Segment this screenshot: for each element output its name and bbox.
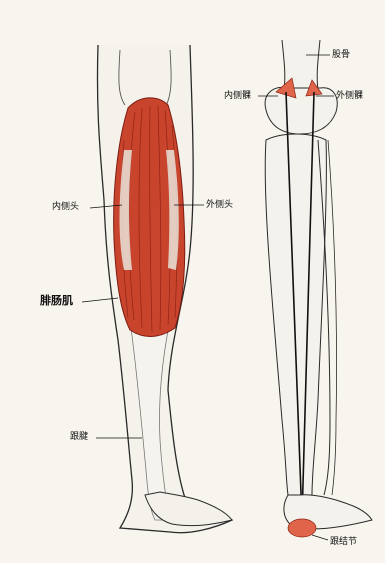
- leader-calcaneal-tuberosity: [312, 535, 328, 540]
- tibia: [265, 134, 326, 495]
- label-femur: 股骨: [332, 50, 350, 60]
- knee-joint: [265, 87, 337, 134]
- label-gastrocnemius: 腓肠肌: [40, 295, 73, 307]
- label-tendon: 跟腱: [70, 432, 88, 442]
- skeletal-leg-illustration: [258, 40, 372, 540]
- label-lateral-condyle: 外侧髁: [336, 91, 363, 101]
- label-medial-condyle: 内侧髁: [224, 91, 251, 101]
- label-calcaneal-tuberosity: 跟结节: [330, 537, 357, 547]
- label-medial-head: 内侧头: [52, 202, 79, 212]
- posterior-leg-illustration: [82, 45, 232, 533]
- calcaneal-tuberosity: [288, 519, 316, 537]
- label-lateral-head: 外侧头: [206, 200, 233, 210]
